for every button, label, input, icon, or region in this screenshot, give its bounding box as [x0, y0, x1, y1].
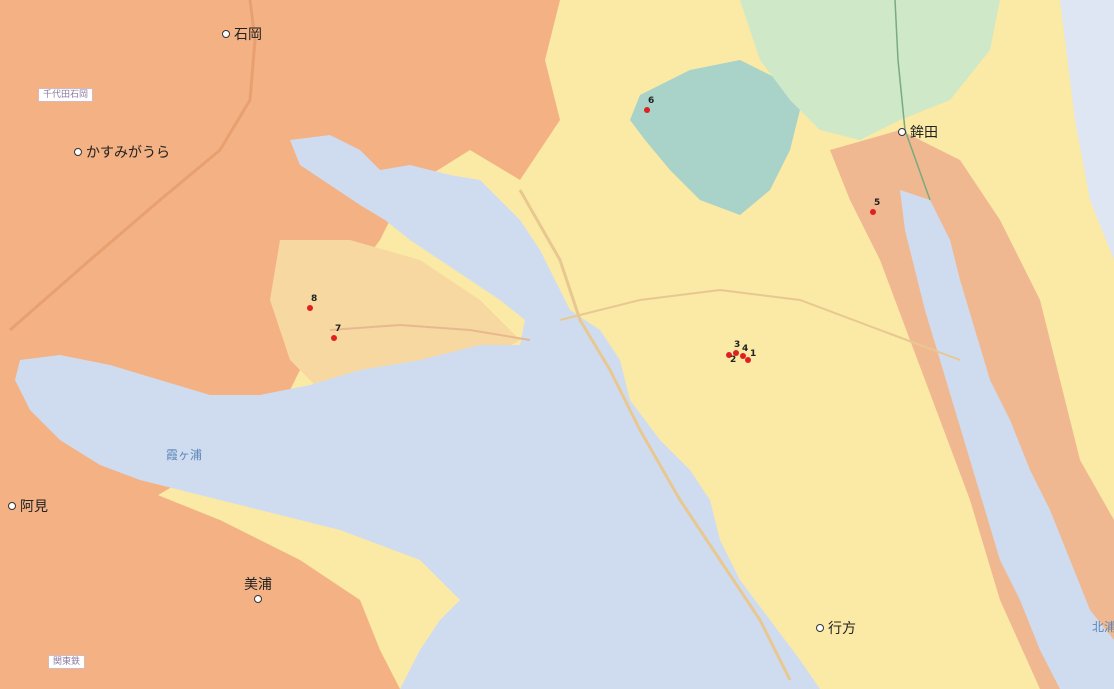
site-number-label: 1: [750, 349, 757, 359]
site-number-label: 3: [734, 340, 741, 350]
site-dot-icon: [740, 353, 746, 359]
site-number-label: 2: [730, 355, 737, 365]
city-label: 阿見: [20, 499, 48, 515]
city-ishioka[interactable]: 石岡: [222, 24, 262, 44]
water-label-kitaura: 北浦: [1092, 620, 1114, 634]
road-label-road-top-left: 千代田石岡: [38, 88, 94, 102]
city-marker-icon: [222, 30, 230, 38]
site-marker-1[interactable]: 1: [745, 350, 756, 366]
city-marker-icon: [8, 502, 16, 510]
road-east-west: [559, 288, 961, 361]
city-namegata[interactable]: 行方: [816, 618, 856, 638]
road-west-lake: [329, 323, 531, 341]
site-marker-6[interactable]: 6: [644, 97, 654, 116]
road-central: [518, 189, 792, 681]
city-ami[interactable]: 阿見: [8, 496, 48, 516]
city-label: 石岡: [234, 27, 262, 43]
coastal-water: [1060, 0, 1114, 260]
city-kasumigaura-city[interactable]: かすみがうら: [74, 142, 170, 162]
site-marker-5[interactable]: 5: [870, 199, 880, 218]
site-number-label: 8: [311, 294, 318, 304]
green-zone: [740, 0, 1000, 140]
site-marker-8[interactable]: 8: [307, 295, 317, 314]
teal-zone: [630, 60, 800, 215]
site-dot-icon: [733, 350, 739, 356]
site-dot-icon: [726, 352, 732, 358]
city-label: 行方: [828, 621, 856, 637]
site-dot-icon: [644, 107, 650, 113]
water-label-kasumigaura-lake: 霞ヶ浦: [166, 448, 203, 462]
site-number-label: 7: [335, 324, 342, 334]
orange-zone-southwest: [0, 470, 400, 689]
city-label: かすみがうら: [86, 145, 170, 161]
city-marker-icon: [74, 148, 82, 156]
site-number-label: 6: [648, 96, 655, 106]
road-north: [894, 0, 931, 201]
site-marker-7[interactable]: 7: [331, 325, 341, 344]
kasumigaura-water: [15, 135, 820, 689]
city-miho[interactable]: 美浦: [244, 574, 272, 603]
road-label-road-bottom-left: 関東鉄: [48, 655, 86, 669]
site-dot-icon: [307, 305, 313, 311]
site-dot-icon: [745, 357, 751, 363]
city-label: 鉾田: [910, 125, 938, 141]
site-number-label: 5: [874, 198, 881, 208]
site-marker-3[interactable]: 3: [733, 341, 742, 359]
road-northwest: [9, 0, 257, 332]
city-marker-icon: [254, 595, 262, 603]
kitaura-water: [900, 190, 1114, 689]
city-hokota[interactable]: 鉾田: [898, 122, 938, 142]
city-marker-icon: [816, 624, 824, 632]
site-dot-icon: [331, 335, 337, 341]
city-marker-icon: [898, 128, 906, 136]
site-marker-2[interactable]: 2: [726, 352, 736, 365]
city-label: 美浦: [244, 577, 272, 593]
site-marker-4[interactable]: 4: [740, 345, 749, 362]
site-number-label: 4: [742, 344, 749, 354]
site-dot-icon: [870, 209, 876, 215]
